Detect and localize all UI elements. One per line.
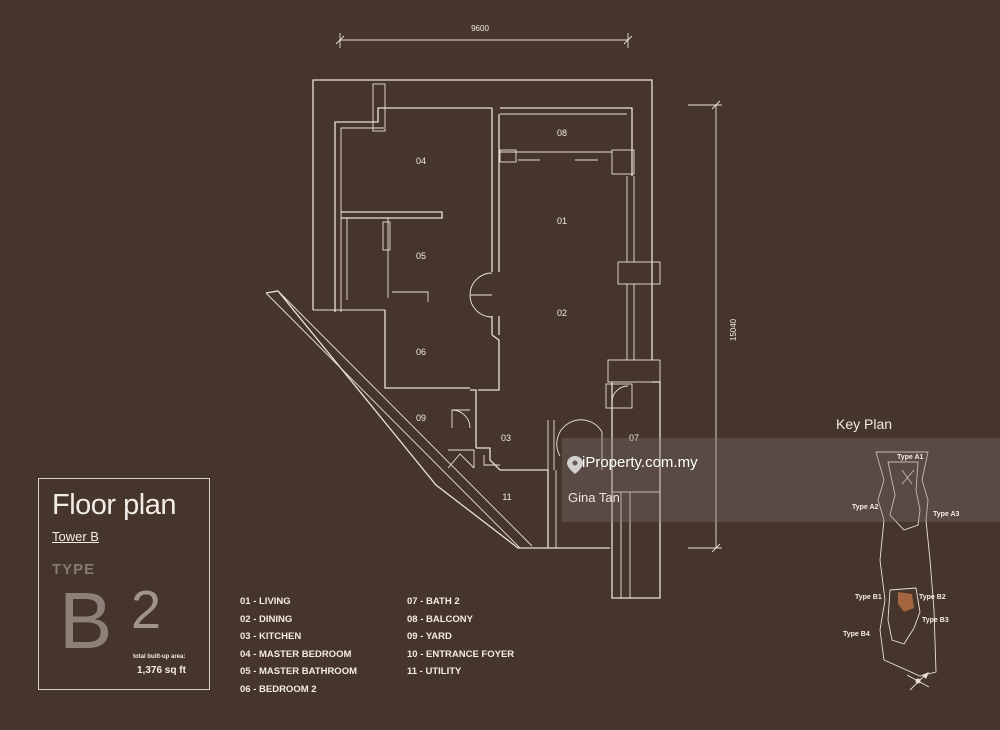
- height-dimension-label: 15040: [729, 318, 738, 341]
- legend-column-2: 07 - BATH 2 08 - BALCONY 09 - YARD 10 - …: [407, 596, 514, 684]
- height-dimension: 15040: [688, 100, 738, 553]
- plan-title: Floor plan: [52, 489, 176, 521]
- type-letter: B: [59, 576, 113, 665]
- legend-item: 11 - UTILITY: [407, 666, 462, 678]
- legend-column-1: 01 - LIVING 02 - DINING 03 - KITCHEN 04 …: [240, 596, 357, 702]
- room-label-08: 08: [557, 128, 567, 138]
- watermark-band: [562, 438, 1000, 522]
- watermark-logo-text: iProperty.com.my: [582, 454, 698, 471]
- area-value: 1,376 sq ft: [137, 665, 186, 676]
- key-label-b3: Type B3: [922, 617, 949, 624]
- width-dimension-label: 9600: [471, 24, 489, 33]
- key-plan-title: Key Plan: [836, 416, 893, 432]
- key-label-a3: Type A3: [933, 511, 960, 518]
- key-label-a1: Type A1: [897, 454, 924, 461]
- pin-icon: [567, 456, 583, 474]
- watermark-logo: iProperty.com.my: [568, 454, 698, 471]
- legend-item: 07 - BATH 2: [407, 596, 460, 607]
- legend-item: 04 - MASTER BEDROOM: [240, 648, 352, 660]
- legend-item: 03 - KITCHEN: [240, 631, 302, 643]
- room-label-09: 09: [416, 413, 426, 423]
- room-label-03: 03: [501, 433, 511, 443]
- legend-item: 05 - MASTER BATHROOM: [240, 666, 357, 678]
- watermark-agent-name: Gina Tan: [568, 490, 620, 505]
- legend-item: 01 - LIVING: [240, 596, 291, 607]
- key-label-b4: Type B4: [843, 631, 870, 638]
- key-plan-drawing: [875, 451, 937, 677]
- area-label: total built-up area:: [133, 654, 186, 660]
- type-number: 2: [131, 580, 162, 640]
- room-label-11: 11: [502, 492, 511, 502]
- tower-label: Tower B: [52, 529, 99, 544]
- room-label-06: 06: [416, 347, 426, 357]
- legend-item: 02 - DINING: [240, 613, 293, 625]
- compass-icon: [906, 672, 930, 691]
- key-label-b1: Type B1: [855, 594, 882, 601]
- room-label-02: 02: [557, 308, 567, 318]
- key-label-a2: Type A2: [852, 504, 879, 511]
- legend-item: 09 - YARD: [407, 631, 452, 643]
- room-label-01: 01: [557, 216, 567, 226]
- type-label: TYPE: [52, 561, 96, 578]
- room-label-04: 04: [416, 156, 426, 166]
- key-label-b2: Type B2: [919, 594, 946, 601]
- legend-item: 06 - BEDROOM 2: [240, 683, 317, 695]
- room-label-07: 07: [629, 433, 639, 443]
- legend-item: 10 - ENTRANCE FOYER: [407, 648, 515, 660]
- legend-item: 08 - BALCONY: [407, 613, 473, 625]
- plan-info-box: Floor plan Tower B TYPE B 2 total built-…: [38, 478, 210, 690]
- room-label-05: 05: [416, 251, 426, 261]
- key-plan-highlight: [898, 592, 914, 612]
- width-dimension: 9600: [335, 24, 633, 48]
- building-outline: [265, 79, 661, 599]
